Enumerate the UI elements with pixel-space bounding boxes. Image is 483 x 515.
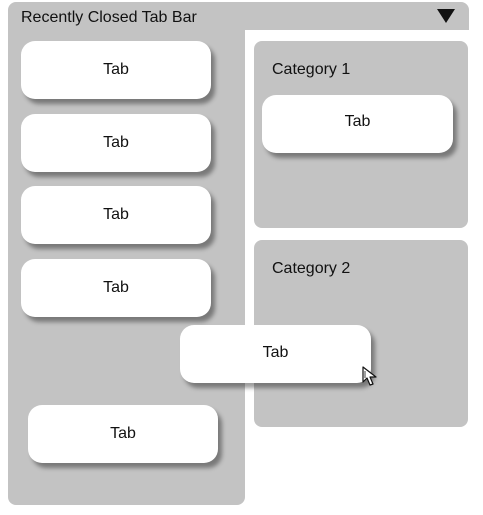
panel-title: Recently Closed Tab Bar [21, 9, 197, 26]
dragging-tab-label: Tab [262, 344, 289, 361]
category-1-tab[interactable]: Tab [262, 95, 453, 153]
category-1-tab-label: Tab [344, 113, 371, 130]
recent-tab[interactable]: Tab [21, 186, 211, 244]
category-1-title: Category 1 [272, 61, 351, 78]
recently-closed-panel-header [8, 2, 469, 30]
dragging-tab[interactable]: Tab [180, 325, 371, 383]
recent-tab[interactable]: Tab [28, 405, 218, 463]
recent-tab[interactable]: Tab [21, 41, 211, 99]
triangle-down-icon[interactable] [436, 8, 456, 24]
recent-tab[interactable]: Tab [21, 259, 211, 317]
recent-tab[interactable]: Tab [21, 114, 211, 172]
category-2-title: Category 2 [272, 260, 351, 277]
